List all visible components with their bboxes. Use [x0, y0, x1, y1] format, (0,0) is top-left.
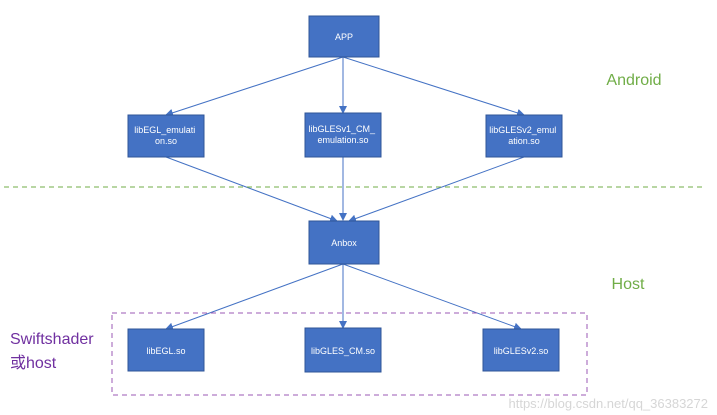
node-app-label: APP: [335, 32, 353, 42]
edge-anbox-libegl: [165, 263, 344, 331]
node-anbox-label: Anbox: [331, 238, 357, 248]
node-libgles-cm-label: libGLES_CM.so: [311, 346, 375, 356]
node-libegl-label: libEGL.so: [146, 346, 185, 356]
swiftshader-group-box: [111, 312, 588, 396]
node-libglesv2: libGLESv2.so: [482, 328, 560, 372]
node-libglesv2-emulation-line1: libGLESv2_emul: [489, 125, 556, 135]
edge-libglesv2-emulation-anbox: [348, 156, 525, 223]
edge-anbox-libglesv2: [342, 263, 522, 331]
layer-label-host: Host: [612, 276, 645, 293]
watermark: https://blog.csdn.net/qq_36383272: [509, 396, 709, 411]
node-libglesv2-emulation-label: libGLESv2_emul ation.so: [489, 125, 559, 146]
node-libegl-emulation: libEGL_emulati on.so: [127, 114, 205, 158]
node-libglesv2-label: libGLESv2.so: [494, 346, 549, 356]
node-libglesv1-cm-emulation-line1: libGLESv1_CM_: [308, 124, 376, 134]
node-libglesv2-emulation-line2: ation.so: [508, 136, 540, 146]
edge-libegl-emulation-anbox: [165, 156, 338, 223]
layer-label-android: Android: [606, 72, 661, 89]
node-app: APP: [308, 15, 380, 58]
node-libglesv1-cm-emulation-label: libGLESv1_CM_ emulation.so: [308, 124, 377, 145]
group-label-line2: 或host: [10, 354, 57, 372]
group-label-line1: Swiftshader: [10, 331, 94, 348]
node-libglesv1-cm-emulation-line2: emulation.so: [317, 135, 368, 145]
node-libegl-emulation-label: libEGL_emulati on.so: [134, 125, 198, 146]
edge-app-libglesv2-emulation: [342, 56, 525, 117]
node-libglesv2-emulation: libGLESv2_emul ation.so: [485, 114, 563, 158]
node-libegl: libEGL.so: [127, 328, 205, 372]
node-anbox: Anbox: [308, 220, 380, 265]
node-libegl-emulation-line2: on.so: [155, 136, 177, 146]
node-libegl-emulation-line1: libEGL_emulati: [134, 125, 195, 135]
edge-app-libegl-emulation: [165, 56, 344, 117]
node-libglesv1-cm-emulation: libGLESv1_CM_ emulation.so: [304, 112, 382, 158]
node-libgles-cm: libGLES_CM.so: [304, 327, 382, 373]
